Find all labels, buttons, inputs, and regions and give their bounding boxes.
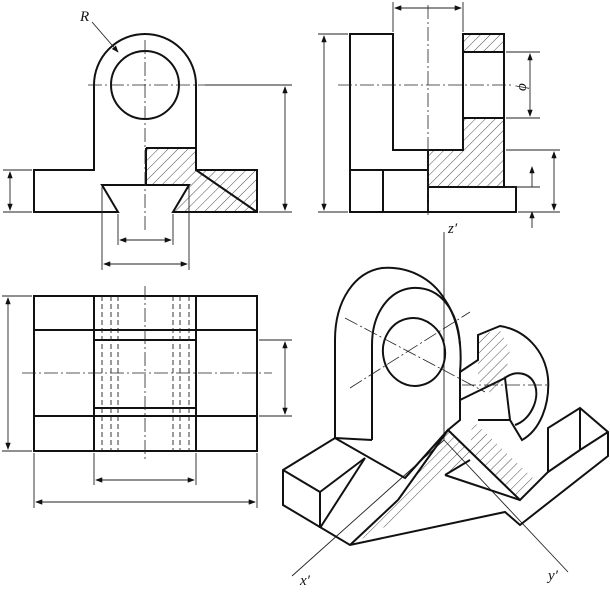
iso-hatch-cut-front bbox=[350, 430, 470, 545]
iso-centerline bbox=[344, 317, 486, 393]
iso-edge bbox=[319, 457, 366, 529]
side-outline bbox=[349, 33, 517, 213]
iso-rear-upright bbox=[459, 324, 550, 442]
iso-edge bbox=[349, 499, 399, 546]
isometric-view: z′ x′ y′ bbox=[282, 221, 609, 589]
iso-edge bbox=[319, 457, 366, 493]
axis-y-label: y′ bbox=[546, 568, 559, 584]
iso-edge bbox=[444, 459, 471, 476]
axis-x-label: x′ bbox=[299, 573, 311, 589]
iso-centerline bbox=[349, 311, 471, 389]
iso-base-outline bbox=[282, 406, 609, 547]
iso-edge bbox=[579, 431, 609, 451]
radius-label: R bbox=[79, 9, 89, 25]
side-hatch-top bbox=[463, 34, 504, 52]
iso-upright-front bbox=[371, 286, 461, 440]
side-hatch-lower bbox=[428, 118, 504, 187]
front-rib-edge bbox=[195, 169, 258, 213]
front-view: R bbox=[3, 9, 292, 270]
iso-edge bbox=[444, 474, 521, 501]
iso-edge bbox=[459, 377, 506, 401]
iso-hatch-cut-side bbox=[448, 420, 540, 500]
iso-edge bbox=[397, 429, 449, 501]
radius-leader bbox=[91, 21, 119, 53]
iso-hole bbox=[381, 317, 447, 387]
front-section-hatch bbox=[146, 148, 257, 212]
top-outline bbox=[33, 295, 258, 452]
front-outline bbox=[33, 33, 258, 213]
iso-edge bbox=[547, 449, 581, 473]
diameter-label: ϕ bbox=[514, 83, 530, 91]
iso-edge bbox=[334, 437, 373, 441]
side-view: ϕ bbox=[318, 2, 560, 228]
iso-edge bbox=[282, 469, 321, 493]
iso-upright-outline bbox=[334, 266, 462, 479]
axis-z-label: z′ bbox=[447, 221, 458, 237]
top-view bbox=[2, 286, 292, 508]
